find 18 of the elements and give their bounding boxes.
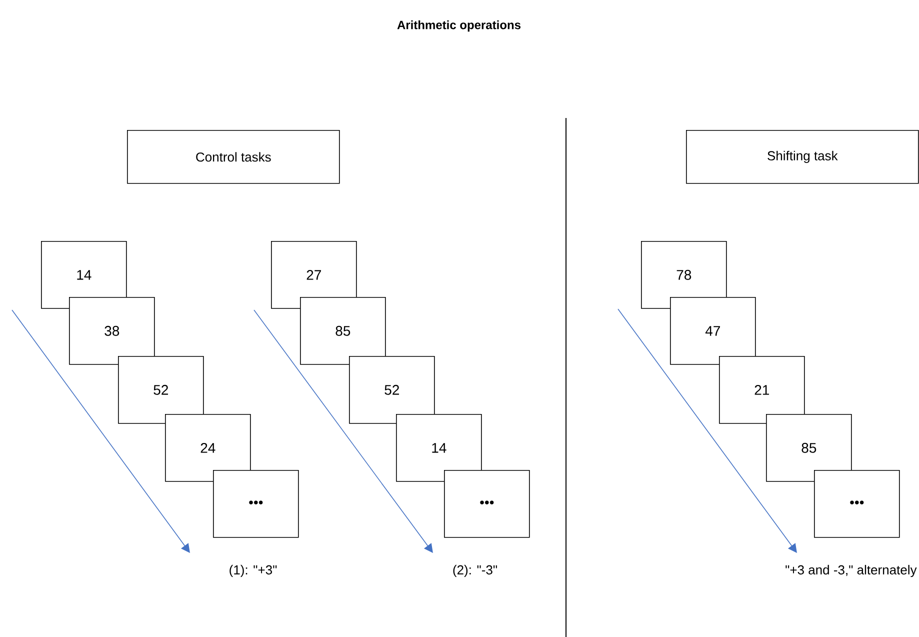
stimulus-card: 47 xyxy=(670,297,756,365)
rule-label: "+3 and -3," alternately xyxy=(786,564,917,578)
stimulus-card: ••• xyxy=(814,470,900,538)
stimulus-card: 14 xyxy=(396,414,482,482)
header-box: Shifting task xyxy=(686,130,919,184)
header-box: Control tasks xyxy=(127,130,340,184)
stimulus-card: ••• xyxy=(444,470,530,538)
stimulus-card: 52 xyxy=(118,356,204,424)
rule-label: (1): "+3" xyxy=(230,564,277,578)
stimulus-card: 21 xyxy=(719,356,805,424)
stimulus-card: 52 xyxy=(349,356,435,424)
stimulus-card: 85 xyxy=(766,414,852,482)
stimulus-card: ••• xyxy=(213,470,299,538)
title: Arithmetic operations xyxy=(397,20,520,32)
rule-label: (2): "-3" xyxy=(453,564,497,578)
stimulus-card: 85 xyxy=(300,297,386,365)
stimulus-card: 24 xyxy=(165,414,251,482)
stimulus-card: 38 xyxy=(69,297,155,365)
